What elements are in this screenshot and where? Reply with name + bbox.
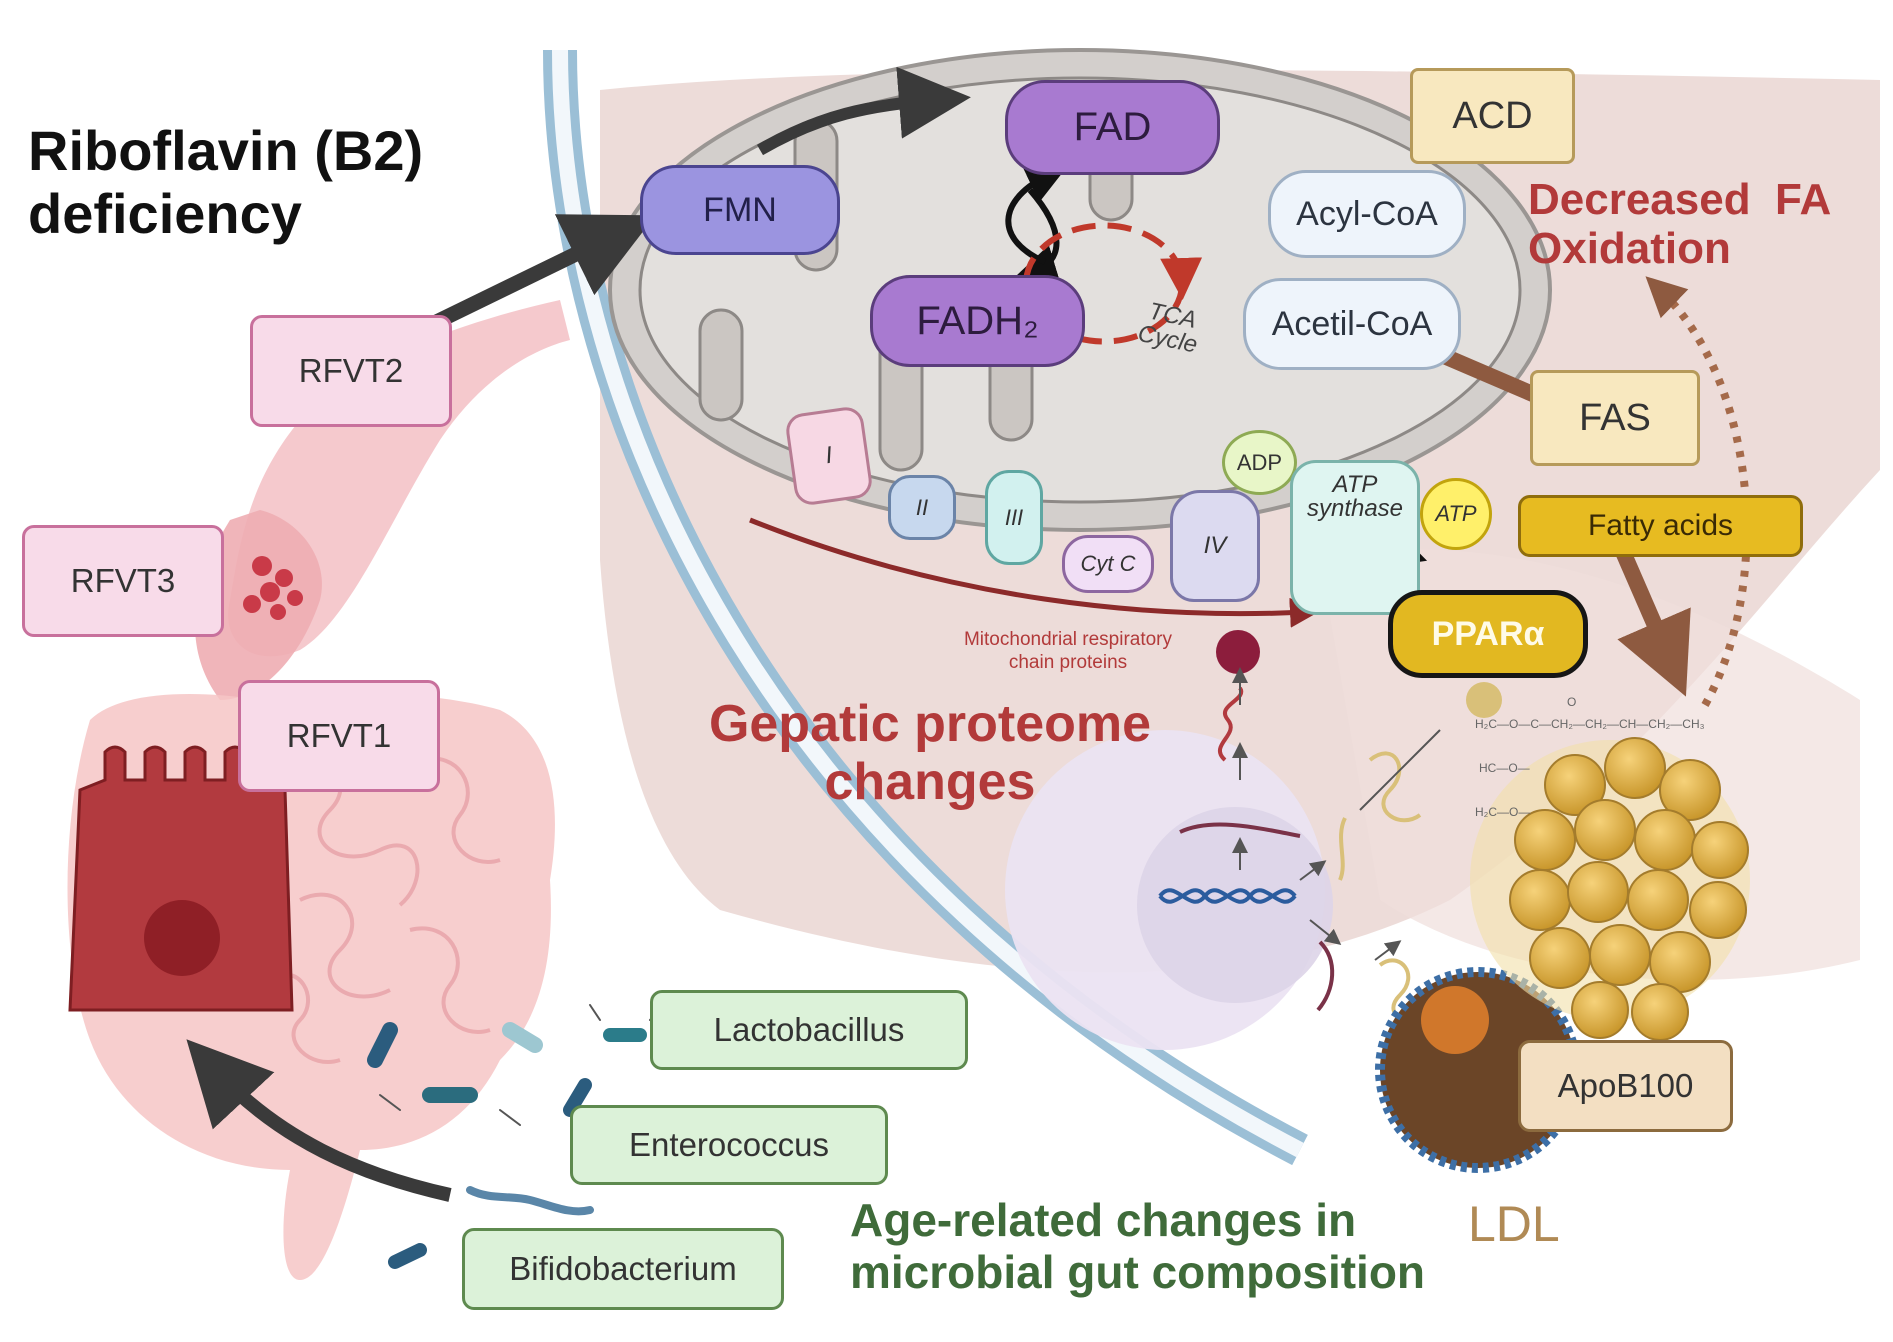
tca-cycle-arrows — [1023, 222, 1203, 345]
fatty-acids-box: Fatty acids — [1518, 495, 1803, 557]
gut-line-1: Age-related changes in — [850, 1194, 1357, 1246]
complex-iv: IV — [1170, 490, 1260, 602]
rfvt1-box: RFVT1 — [238, 680, 440, 792]
arrow-respiratory-chain — [749, 517, 1320, 628]
rfvt3-box: RFVT3 — [22, 525, 224, 637]
bacteria-icons — [367, 1004, 666, 1269]
fadh2-box: FADH₂ — [870, 275, 1085, 367]
dna-helix-icon — [1158, 888, 1297, 904]
cyt-c-box: Cyt C — [1062, 535, 1154, 593]
fa-oxidation-line-2: Oxidation — [1528, 224, 1731, 274]
proteome-line-1: Gepatic proteome — [708, 695, 1152, 753]
fa-oxidation-label: Decreased FA Oxidation — [1528, 175, 1831, 274]
respiratory-chain-label: Mitochondrial respiratory chain proteins — [918, 622, 1218, 682]
atp-synthase-box: ATP synthase — [1290, 460, 1420, 615]
fad-box: FAD — [1005, 80, 1220, 175]
gut-line-2: microbial gut composition — [850, 1245, 1426, 1298]
rfvt2-box: RFVT2 — [250, 315, 452, 427]
complex-iii: III — [985, 470, 1043, 565]
formula-carbonyl-o: O — [1567, 695, 1577, 709]
title-line-2: deficiency — [28, 181, 302, 245]
ldl-core — [1421, 986, 1489, 1054]
atp-synthase-line-2: synthase — [1306, 495, 1404, 522]
formula-row-2: HC—O— — [1479, 761, 1530, 775]
acd-box: ACD — [1410, 68, 1575, 164]
formula-row-1: H₂C—O—C—CH₂—CH₂—CH—CH₂—CH₃ — [1475, 717, 1705, 731]
gut-composition-label: Age-related changes in microbial gut com… — [850, 1194, 1426, 1298]
lipid-formula: O H₂C—O—C—CH₂—CH₂—CH—CH₂—CH₃ HC—O— H₂C—O… — [1475, 696, 1705, 818]
page-title: Riboflavin (B2) deficiency — [28, 119, 424, 245]
enterococcus-box: Enterococcus — [570, 1105, 888, 1185]
complex-i: I — [783, 405, 875, 507]
nucleus-inner — [1137, 807, 1333, 1003]
acyl-coa-box: Acyl-CoA — [1268, 170, 1466, 258]
arrow-microbiota-to-enterocyte — [186, 1039, 452, 1202]
ppar-ligand — [1466, 682, 1502, 718]
respiratory-line-2: chain proteins — [1008, 652, 1128, 673]
proteome-changes-label: Gepatic proteome changes — [680, 695, 1180, 811]
atp-synthase-line-1: ATP — [1332, 471, 1378, 498]
ldl-label: LDL — [1468, 1196, 1560, 1252]
complex-ii: II — [888, 475, 956, 540]
arrow-fmn-to-fad — [756, 66, 971, 156]
enterocyte-nucleus — [144, 900, 220, 976]
respiratory-line-1: Mitochondrial respiratory — [963, 629, 1173, 651]
proteome-line-2: changes — [824, 753, 1036, 812]
adp-bubble: ADP — [1222, 430, 1297, 495]
protein-cluster — [1216, 630, 1260, 674]
fa-oxidation-line-1: Decreased FA — [1528, 175, 1832, 224]
arrow-fa-oxidation-dotted — [1645, 276, 1751, 707]
bifidobacterium-box: Bifidobacterium — [462, 1228, 784, 1310]
arrow-rfvt2-to-fmn — [416, 214, 656, 337]
stomach-cells — [243, 556, 303, 620]
arrow-fas-to-droplet — [1612, 541, 1691, 697]
intestine-folds — [268, 752, 501, 1064]
title-line-1: Riboflavin (B2) — [28, 119, 424, 182]
acetil-coa-box: Acetil-CoA — [1243, 278, 1461, 370]
formula-row-3: H₂C—O— — [1475, 805, 1531, 819]
fmn-box: FMN — [640, 165, 840, 255]
arrow-fad-fadh2-loop — [1014, 188, 1062, 286]
atp-bubble: ATP — [1420, 478, 1492, 550]
apob100-box: ApoB100 — [1518, 1040, 1733, 1132]
arrow-fadh2-fad-loop — [1005, 164, 1069, 265]
lactobacillus-box: Lactobacillus — [650, 990, 968, 1070]
ppar-alpha-box: PPARα — [1388, 590, 1588, 678]
fas-box: FAS — [1530, 370, 1700, 466]
